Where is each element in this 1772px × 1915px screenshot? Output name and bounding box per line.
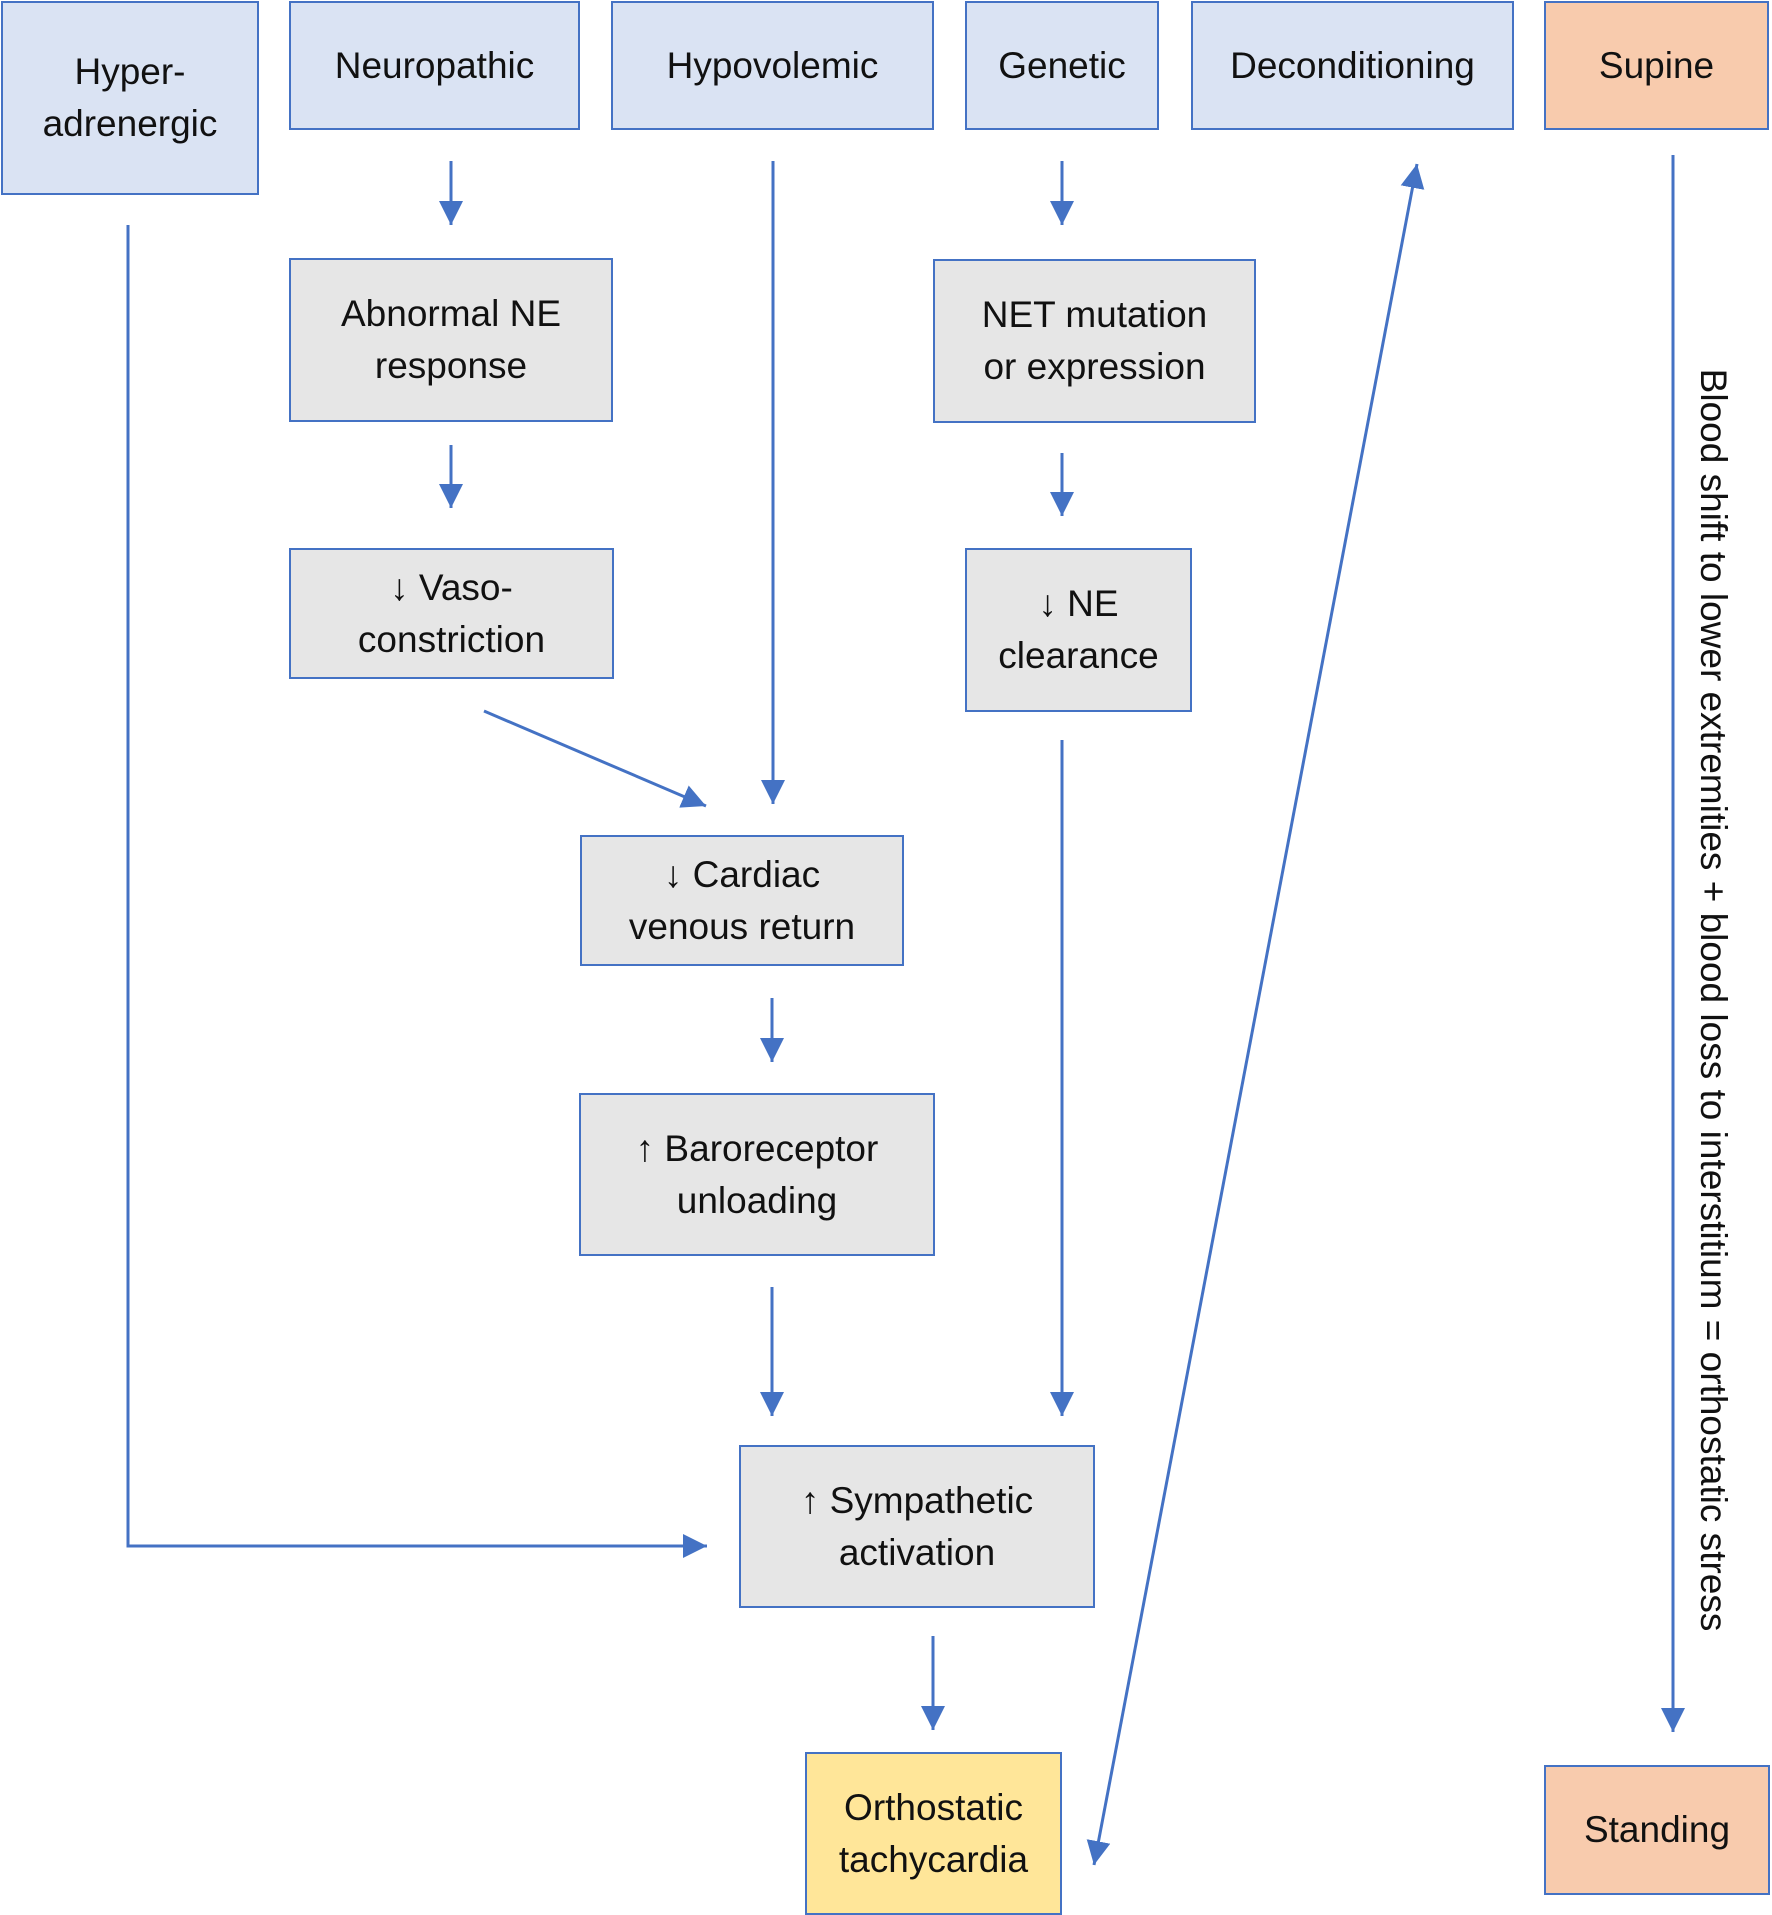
orthostatic-tachycardia-box: Orthostatic tachycardia <box>805 1752 1062 1915</box>
hypovolemic-box: Hypovolemic <box>611 1 934 130</box>
deconditioning-box: Deconditioning <box>1191 1 1514 130</box>
sympathetic-activation-box: ↑ Sympathetic activation <box>739 1445 1095 1608</box>
arrow-deconditioning-tachycardia <box>1086 163 1425 1866</box>
cardiac-venous-return-box: ↓ Cardiac venous return <box>580 835 904 966</box>
vasoconstriction-box: ↓ Vaso- constriction <box>289 548 614 679</box>
genetic-box: Genetic <box>965 1 1159 130</box>
arrow-hyperadrenergic-to-sympathetic <box>126 225 707 1558</box>
standing-box: Standing <box>1544 1765 1770 1895</box>
neuropathic-box: Neuropathic <box>289 1 580 130</box>
hyperadrenergic-box: Hyper- adrenergic <box>1 1 259 195</box>
arrow-vasoconstriction-to-cardiac-return <box>483 709 707 808</box>
orthostatic-stress-label: Blood shift to lower extremities + blood… <box>1693 368 1734 1632</box>
baroreceptor-unloading-box: ↑ Baroreceptor unloading <box>579 1093 935 1256</box>
supine-box: Supine <box>1544 1 1769 130</box>
abnormal-ne-response-box: Abnormal NE response <box>289 258 613 422</box>
